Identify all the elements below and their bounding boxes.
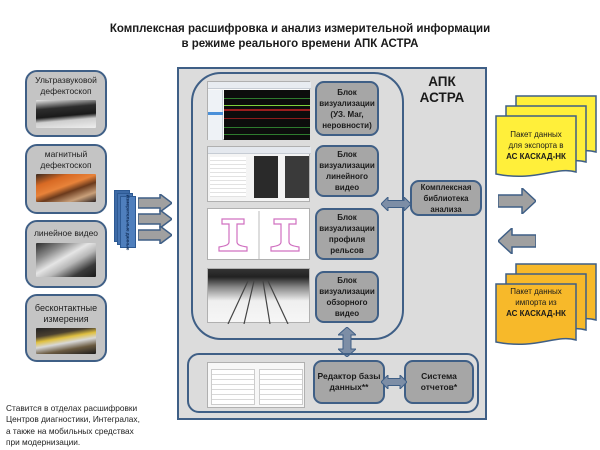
device-ultrasonic: Ультразвуковой дефектоскоп bbox=[25, 70, 107, 137]
note-line-3: а также на мобильных средствах bbox=[6, 425, 134, 436]
import-package-stack bbox=[495, 263, 597, 346]
db-table-right bbox=[259, 369, 303, 405]
block-analysis-library: Комплексная библиотека анализа bbox=[410, 180, 482, 216]
linear-video-camera-photo bbox=[36, 243, 96, 277]
us-mag-visualization-screenshot bbox=[207, 81, 311, 140]
device-label: линейное видео bbox=[33, 228, 99, 238]
block-label: Редактор базы данных** bbox=[317, 371, 381, 392]
signal-line bbox=[224, 105, 310, 106]
device-contactless: бесконтактные измерения bbox=[25, 294, 107, 362]
device-magnetic: магнитный дефектоскоп bbox=[25, 144, 107, 214]
import-line-2: импорта из bbox=[515, 298, 557, 307]
measurement-doc-label-wrap: Измерительные данные bbox=[121, 194, 135, 250]
overview-video-screenshot bbox=[207, 268, 310, 325]
screenshot-signal-plot bbox=[224, 90, 310, 140]
screenshot-toolbar bbox=[208, 147, 311, 154]
title-line-2: в режиме реального времени АПК АСТРА bbox=[181, 38, 419, 50]
export-line-2: для экспорта в bbox=[508, 141, 564, 150]
block-label: Блок визуализации обзорного видео bbox=[319, 276, 375, 318]
ultrasonic-flaw-detector-photo bbox=[36, 100, 96, 128]
screenshot-selected-row bbox=[208, 112, 223, 115]
block-database-editor: Редактор базы данных** bbox=[313, 360, 385, 404]
import-line-3: АС КАСКАД-НК bbox=[506, 309, 566, 318]
signal-line bbox=[224, 109, 310, 111]
input-arrow-3 bbox=[138, 226, 172, 244]
block-label: Блок визуализации линейного видео bbox=[319, 150, 375, 192]
diagram-title: Комплексная расшифровка и анализ измерит… bbox=[100, 22, 500, 52]
signal-line bbox=[224, 134, 310, 135]
double-arrow-db-reports bbox=[381, 375, 407, 389]
block-rail-profile-visualization: Блок визуализации профиля рельсов bbox=[315, 208, 379, 260]
note-line-1: Ставится в отделах расшифровки bbox=[6, 403, 138, 413]
rail-profile-screenshot bbox=[207, 208, 310, 260]
export-line-1: Пакет данных bbox=[510, 130, 562, 139]
apk-title-line-1: АПК bbox=[428, 74, 456, 89]
apk-title-line-2: АСТРА bbox=[419, 90, 465, 105]
linear-video-screenshot bbox=[207, 146, 311, 202]
export-package-stack bbox=[495, 95, 597, 178]
export-package-label: Пакет данных для экспорта в АС КАСКАД-НК bbox=[496, 129, 576, 162]
double-arrow-vertical bbox=[338, 327, 356, 357]
block-label: Комплексная библиотека анализа bbox=[420, 182, 472, 214]
block-report-system: Система отчетов* bbox=[404, 360, 474, 404]
block-label: Блок визуализации (УЗ. Маг, неровности) bbox=[319, 87, 375, 130]
track-view-graphic bbox=[227, 280, 289, 325]
device-label: бесконтактные измерения bbox=[34, 303, 98, 324]
export-doc-front bbox=[495, 115, 577, 178]
signal-line bbox=[224, 127, 310, 128]
rail-profile-graphic bbox=[218, 211, 300, 259]
database-editor-screenshot bbox=[207, 362, 305, 408]
block-overview-video-visualization: Блок визуализации обзорного видео bbox=[315, 271, 379, 323]
signal-line bbox=[224, 118, 310, 119]
apk-astra-title: АПК АСТРА bbox=[412, 74, 472, 106]
db-table-left bbox=[211, 369, 255, 405]
contactless-measurement-photo bbox=[36, 328, 96, 354]
device-label: Ультразвуковой дефектоскоп bbox=[35, 75, 97, 96]
screenshot-toolbar bbox=[208, 82, 311, 89]
double-arrow-library bbox=[381, 197, 411, 211]
deployment-note: Ставится в отделах расшифровки Центров д… bbox=[6, 403, 191, 448]
input-arrow-1 bbox=[138, 194, 172, 212]
title-line-1: Комплексная расшифровка и анализ измерит… bbox=[109, 23, 491, 35]
block-label: Система отчетов* bbox=[420, 371, 458, 392]
block-linear-video-visualization: Блок визуализации линейного видео bbox=[315, 145, 379, 197]
video-frame-right bbox=[285, 156, 309, 198]
block-us-mag-visualization: Блок визуализации (УЗ. Маг, неровности) bbox=[315, 81, 379, 136]
device-linear-video: линейное видео bbox=[25, 220, 107, 288]
note-line-4: при модернизации. bbox=[6, 436, 81, 447]
video-frame-left bbox=[254, 156, 278, 198]
import-line-1: Пакет данных bbox=[510, 287, 562, 296]
screenshot-table bbox=[210, 157, 246, 197]
export-arrow bbox=[498, 188, 536, 214]
signal-line bbox=[224, 98, 310, 99]
import-package-label: Пакет данных импорта из АС КАСКАД-НК bbox=[496, 286, 576, 319]
export-line-3: АС КАСКАД-НК bbox=[506, 152, 566, 161]
screenshot-sidebar bbox=[208, 90, 223, 140]
device-label: магнитный дефектоскоп bbox=[40, 149, 92, 170]
database-group-frame bbox=[187, 353, 479, 413]
magnetic-flaw-detector-photo bbox=[36, 174, 96, 202]
measurement-doc-front bbox=[120, 196, 136, 248]
block-label: Блок визуализации профиля рельсов bbox=[319, 213, 375, 255]
import-doc-front bbox=[495, 283, 577, 346]
measurement-doc-label: Измерительные данные bbox=[125, 194, 131, 250]
note-line-2: Центров диагностики, Интегралах, bbox=[6, 414, 140, 425]
import-arrow bbox=[498, 228, 536, 254]
input-arrow-2 bbox=[138, 210, 172, 228]
